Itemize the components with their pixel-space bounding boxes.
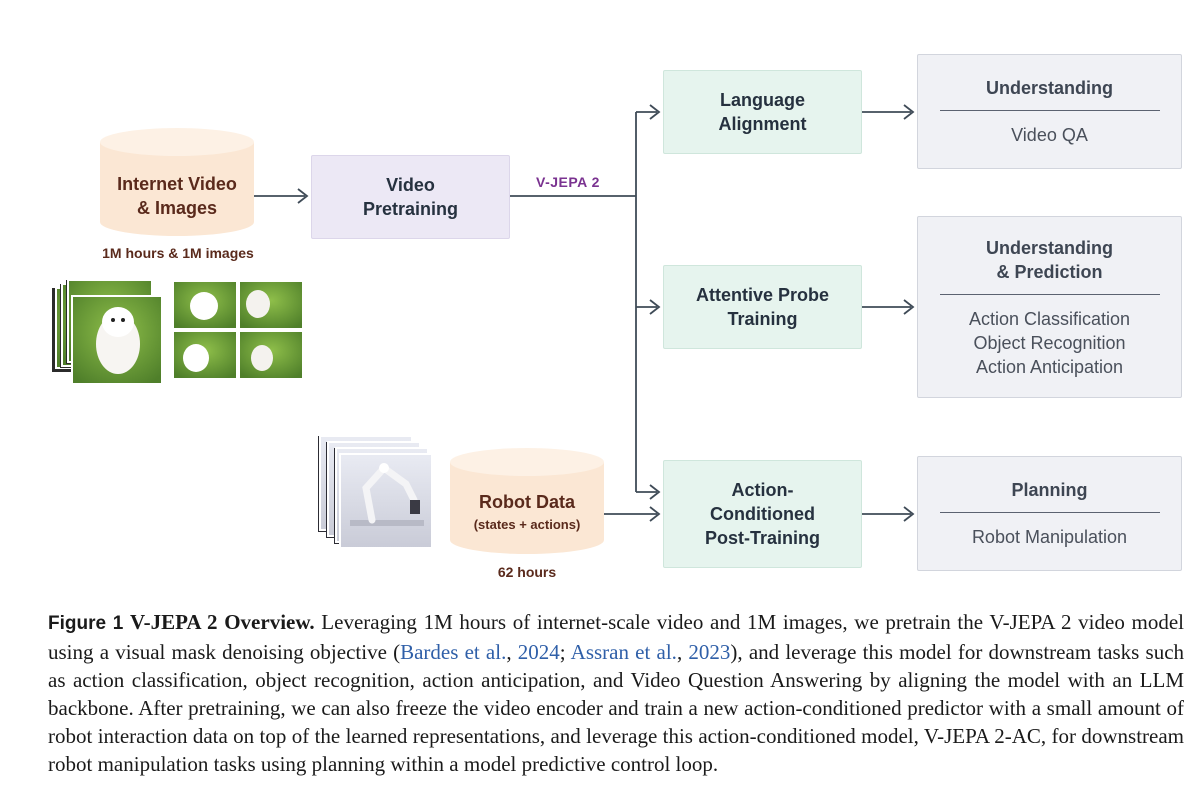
caption-text-3: ), and leverage this model for downstrea… xyxy=(48,640,1185,776)
citation-bardes-year[interactable]: 2024 xyxy=(517,640,560,664)
understanding-items: Video QA xyxy=(1011,123,1088,147)
robot-frames-thumbnail xyxy=(318,435,433,549)
internet-data-label: Internet Video & Images xyxy=(100,172,254,220)
robot-data-note: 62 hours xyxy=(497,564,557,580)
planning-item: Robot Manipulation xyxy=(971,527,1128,547)
internet-data-note: 1M hours & 1M images xyxy=(102,245,254,261)
caption-text-2: ; xyxy=(559,640,571,664)
internet-data-label-line1: Internet Video xyxy=(117,174,237,194)
planning-title: Planning xyxy=(1011,480,1088,500)
image-grid-thumbnail xyxy=(174,282,302,378)
figure-caption: Figure 1 V-JEPA 2 Overview. Leveraging 1… xyxy=(48,608,1184,778)
action-conditioned-box: Action- Conditioned Post-Training xyxy=(663,460,862,568)
citation-assran-year[interactable]: 2023 xyxy=(688,640,731,664)
understanding-prediction-items: Action Classification Object Recognition… xyxy=(969,307,1130,379)
citation-assran-authors[interactable]: Assran et al. xyxy=(570,640,677,664)
citation-bardes-authors[interactable]: Bardes et al. xyxy=(400,640,507,664)
action-conditioned-line3: Post-Training xyxy=(704,528,820,548)
understanding-prediction-title: Understanding & Prediction xyxy=(986,236,1113,284)
caption-text-1: Leveraging 1M hours of internet-scale vi… xyxy=(48,610,1184,664)
understanding-title: Understanding xyxy=(985,78,1113,98)
understanding-prediction-item: Action Anticipation xyxy=(975,356,1124,377)
robot-data-cylinder xyxy=(450,448,604,554)
understanding-prediction-divider xyxy=(939,293,1160,295)
attentive-probe-box: Attentive Probe Training xyxy=(663,265,862,349)
robot-data-title: Robot Data xyxy=(479,492,575,512)
understanding-prediction-title-line2: & Prediction xyxy=(996,261,1103,282)
understanding-prediction-box: Understanding & Prediction Action Classi… xyxy=(917,216,1182,398)
planning-box: Planning Robot Manipulation xyxy=(917,456,1182,571)
citation-separator: , xyxy=(676,640,689,664)
internet-data-label-line2: & Images xyxy=(136,198,218,218)
video-pretraining-line1: Video xyxy=(386,175,435,195)
action-conditioned-line1: Action- xyxy=(731,480,794,500)
understanding-divider xyxy=(939,110,1160,111)
video-pretraining-line2: Pretraining xyxy=(362,199,459,219)
robot-data-label: Robot Data (states + actions) xyxy=(450,490,604,536)
figure-label: Figure 1 xyxy=(48,613,124,634)
figure-title: V-JEPA 2 Overview. xyxy=(130,610,315,634)
robot-data-sublabel: (states + actions) xyxy=(473,517,581,532)
citation-separator: , xyxy=(506,640,518,664)
planning-items: Robot Manipulation xyxy=(972,525,1127,549)
planning-divider xyxy=(939,512,1160,513)
video-frames-thumbnail xyxy=(52,279,163,385)
attentive-probe-line2: Training xyxy=(727,309,798,329)
understanding-prediction-item: Action Classification xyxy=(968,308,1131,329)
language-alignment-line2: Alignment xyxy=(718,114,807,134)
understanding-box: Understanding Video QA xyxy=(917,54,1182,169)
diagram-canvas xyxy=(52,104,915,554)
attentive-probe-line1: Attentive Probe xyxy=(695,285,830,305)
video-pretraining-box: Video Pretraining xyxy=(311,155,510,239)
understanding-item: Video QA xyxy=(1011,125,1088,145)
vjepa-2-label: V-JEPA 2 xyxy=(536,174,600,190)
understanding-prediction-item: Object Recognition xyxy=(973,332,1126,353)
understanding-prediction-title-line1: Understanding xyxy=(985,237,1113,258)
connector-lines xyxy=(254,104,915,522)
language-alignment-box: Language Alignment xyxy=(663,70,862,154)
internet-data-cylinder xyxy=(100,128,254,236)
language-alignment-line1: Language xyxy=(719,90,805,110)
action-conditioned-line2: Conditioned xyxy=(710,504,815,524)
